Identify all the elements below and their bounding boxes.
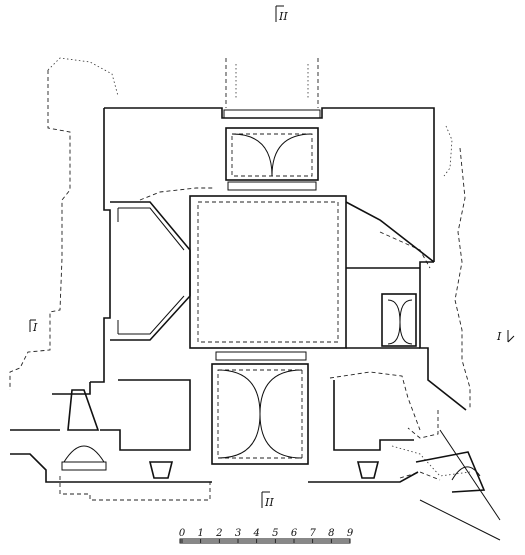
scale-tick-label: 5 <box>272 528 278 539</box>
east-annex <box>345 201 435 349</box>
scale-tick-label: 8 <box>328 528 334 539</box>
section-label-left: I <box>32 321 38 334</box>
ruin-outlines <box>9 57 471 501</box>
scale-tick-label: 4 <box>252 528 259 539</box>
section-label-bottom: II <box>264 496 274 509</box>
main-walls <box>52 107 467 411</box>
central-chamber <box>189 195 347 349</box>
section-marker-bottom: II <box>261 491 274 509</box>
southeast-rooms <box>308 380 501 541</box>
section-marker-right: I <box>496 330 515 343</box>
south-vestibule <box>211 351 309 465</box>
scale-tick-label: 3 <box>235 528 241 539</box>
west-niches <box>110 201 191 341</box>
section-label-right: I <box>496 330 502 343</box>
section-marker-top: II <box>275 5 288 23</box>
scale-tick-label: 1 <box>197 528 203 539</box>
southwest-rooms <box>10 379 212 483</box>
scale-tick-label: 6 <box>291 528 298 539</box>
section-marker-left: I <box>29 319 38 334</box>
scale-tick-label: 7 <box>309 528 316 539</box>
scale-tick-label: 0 <box>179 528 186 539</box>
north-vestibule <box>223 109 321 191</box>
section-label-top: II <box>278 10 288 23</box>
scale-tick-label: 2 <box>215 528 222 539</box>
scale-tick-label: 9 <box>347 528 354 539</box>
